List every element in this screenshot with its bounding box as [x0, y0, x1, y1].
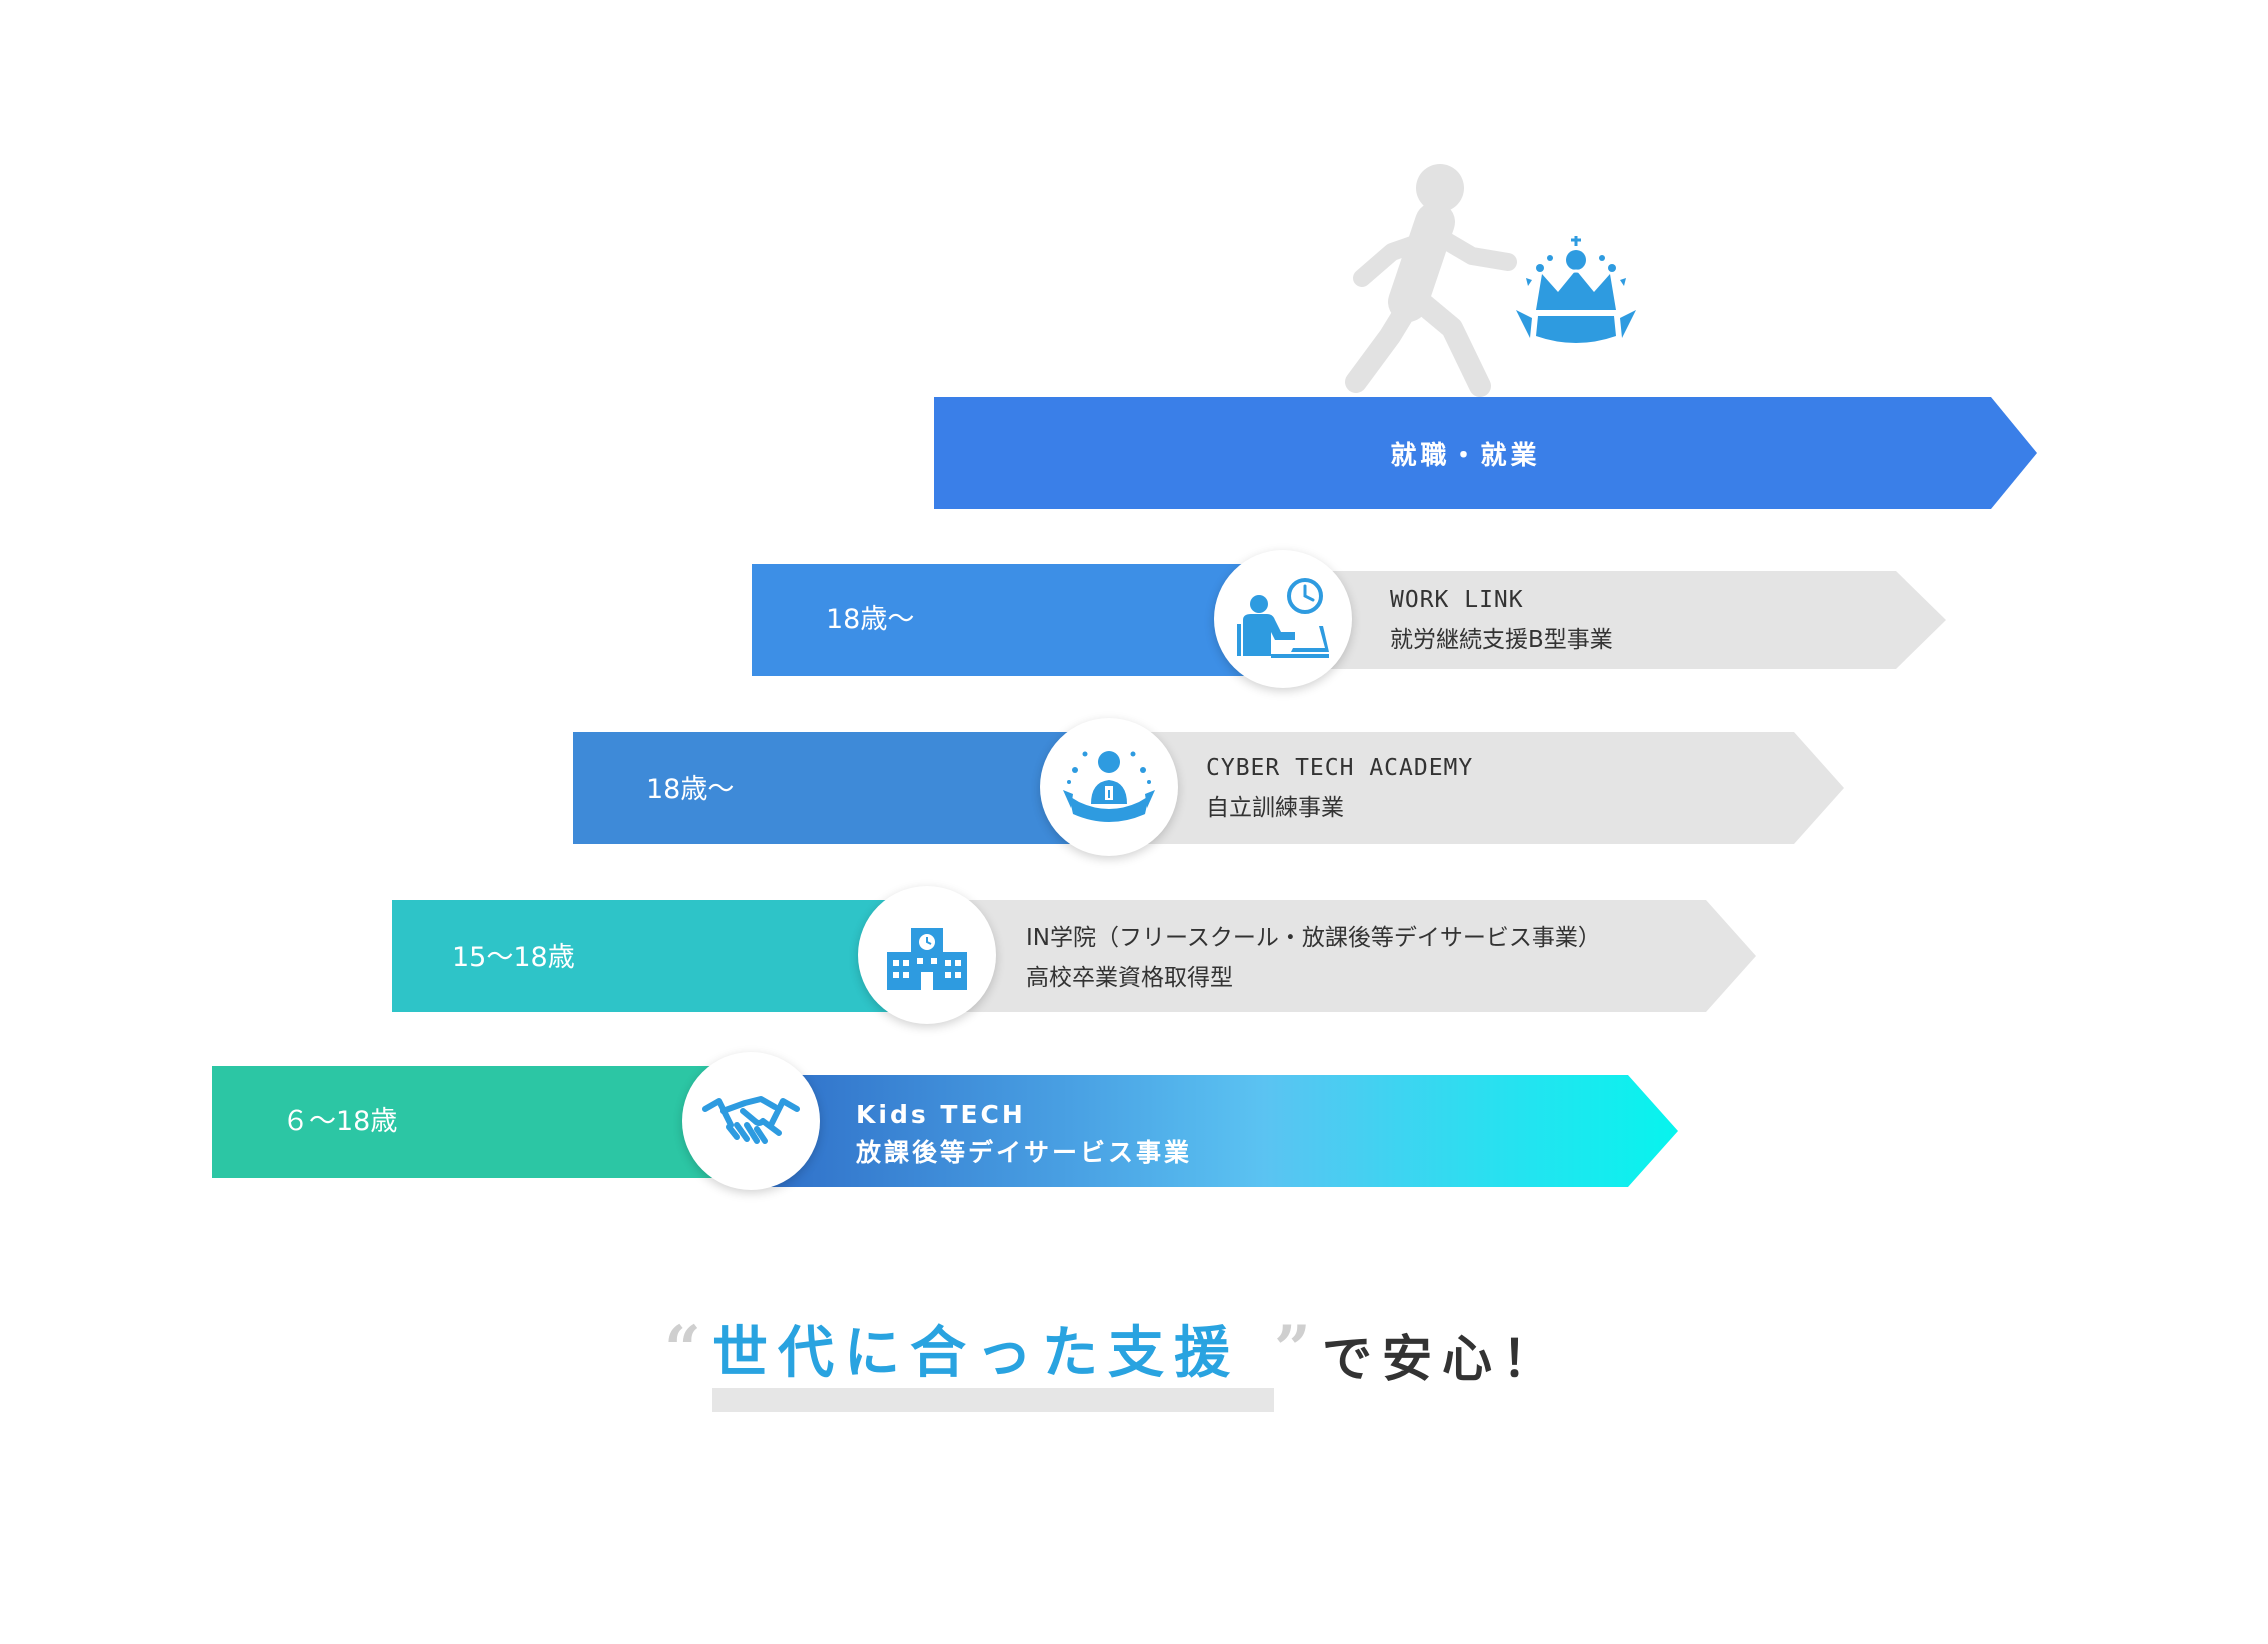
cyber-tech-age: 18歳～: [646, 774, 735, 805]
employment-goal-label: 就職・就業: [1390, 440, 1541, 471]
tagline: “ 世代に合った支援 ” で安心！: [660, 1312, 1620, 1420]
desk-clock-worker-icon: [1237, 578, 1329, 658]
in-gakuin-text: IN学院（フリースクール・放課後等デイサービス事業） 高校卒業資格取得型: [1026, 918, 1601, 998]
cyber-tech-arrow: [1050, 732, 1844, 844]
kids-tech-title: Kids TECH: [856, 1100, 1026, 1129]
walking-person-crown-icon: [1345, 164, 1636, 397]
tagline-highlight-underline: [712, 1388, 1274, 1412]
cyber-tech-text: CYBER TECH ACADEMY 自立訓練事業: [1206, 748, 1473, 828]
in-gakuin-arrow: [880, 900, 1756, 1012]
work-link-text: WORK LINK 就労継続支援B型事業: [1390, 580, 1613, 660]
work-link-icon-circle: [1214, 550, 1352, 688]
graduate-wreath-icon: [1063, 751, 1155, 822]
kids-tech-text: Kids TECH 放課後等デイサービス事業: [856, 1096, 1192, 1172]
kids-tech-age: ６～18歳: [282, 1106, 398, 1137]
kids-tech-age-bar: [212, 1066, 732, 1178]
work-link-subtitle: 就労継続支援B型事業: [1390, 627, 1613, 653]
kids-tech-subtitle: 放課後等デイサービス事業: [856, 1138, 1193, 1167]
work-link-title: WORK LINK: [1390, 587, 1524, 613]
work-link-age-bar: [752, 564, 1272, 676]
tagline-open-quote: “: [664, 1312, 701, 1387]
employment-goal-bar: 就職・就業: [934, 397, 2037, 509]
cyber-tech-icon-circle: [1040, 718, 1178, 856]
school-building-icon: [887, 928, 967, 990]
in-gakuin-icon-circle: [858, 886, 996, 1024]
in-gakuin-age: 15～18歳: [452, 942, 575, 973]
tagline-close-quote: ”: [1274, 1312, 1311, 1387]
in-gakuin-subtitle: 高校卒業資格取得型: [1026, 965, 1233, 991]
cyber-tech-subtitle: 自立訓練事業: [1206, 795, 1344, 821]
handshake-icon: [702, 1096, 800, 1144]
cyber-tech-age-bar: [573, 732, 1093, 844]
in-gakuin-age-bar: [392, 900, 912, 1012]
kids-tech-icon-circle: [682, 1052, 820, 1190]
cyber-tech-title: CYBER TECH ACADEMY: [1206, 755, 1474, 781]
kids-tech-arrow: [760, 1075, 1678, 1187]
tagline-rest: で安心！: [1322, 1330, 1562, 1388]
in-gakuin-title: IN学院（フリースクール・放課後等デイサービス事業）: [1026, 925, 1601, 951]
tagline-highlight: 世代に合った支援: [712, 1321, 1240, 1386]
work-link-age: 18歳～: [826, 604, 915, 635]
